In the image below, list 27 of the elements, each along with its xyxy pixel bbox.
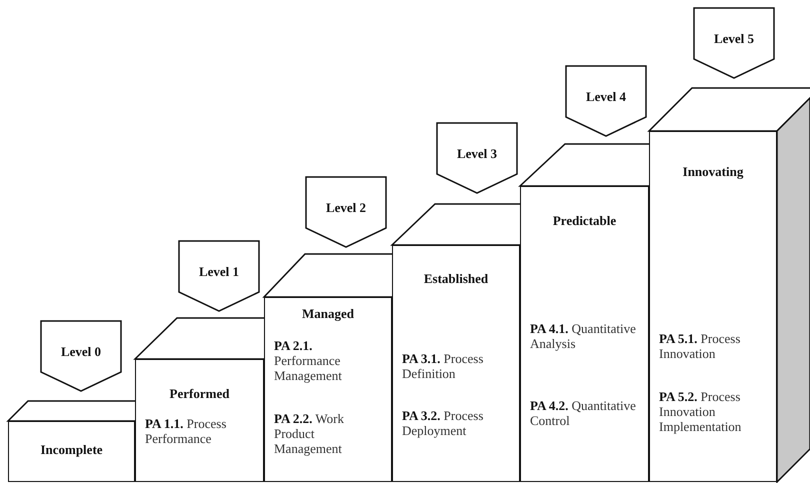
level-label: Level 5 bbox=[712, 31, 756, 47]
level-name: Established bbox=[422, 271, 490, 286]
level-label: Level 4 bbox=[584, 89, 628, 105]
process-attribute: PA 3.1. Process Definition bbox=[402, 351, 484, 381]
level-name: Predictable bbox=[552, 213, 618, 228]
level-name: Managed bbox=[301, 306, 355, 321]
level-label: Level 3 bbox=[456, 146, 498, 162]
level-label: Level 1 bbox=[198, 264, 240, 280]
process-attribute: PA 5.1. Process Innovation bbox=[659, 331, 742, 361]
level-marker bbox=[305, 176, 387, 248]
process-attribute: PA 5.2. Process Innovation Implementation bbox=[659, 389, 742, 434]
level-name: Performed bbox=[168, 386, 230, 401]
level-marker bbox=[693, 7, 775, 79]
level-marker bbox=[565, 65, 647, 137]
level-marker bbox=[178, 240, 260, 312]
process-attribute: PA 4.1. Quantitative Analysis bbox=[530, 321, 636, 351]
process-attribute: PA 1.1. Process Performance bbox=[145, 416, 228, 446]
process-attribute: PA 2.1. Performance Management bbox=[274, 338, 343, 383]
level-name: Incomplete bbox=[39, 442, 104, 457]
process-attribute: PA 4.2. Quantitative Control bbox=[530, 398, 636, 428]
level-label: Level 2 bbox=[324, 200, 368, 216]
process-attribute: PA 2.2. Work Product Management bbox=[274, 411, 345, 456]
level-label: Level 0 bbox=[60, 344, 102, 360]
process-attribute: PA 3.2. Process Deployment bbox=[402, 408, 484, 438]
level-marker bbox=[40, 320, 122, 392]
level-name: Innovating bbox=[682, 164, 744, 179]
level-marker bbox=[436, 122, 518, 194]
